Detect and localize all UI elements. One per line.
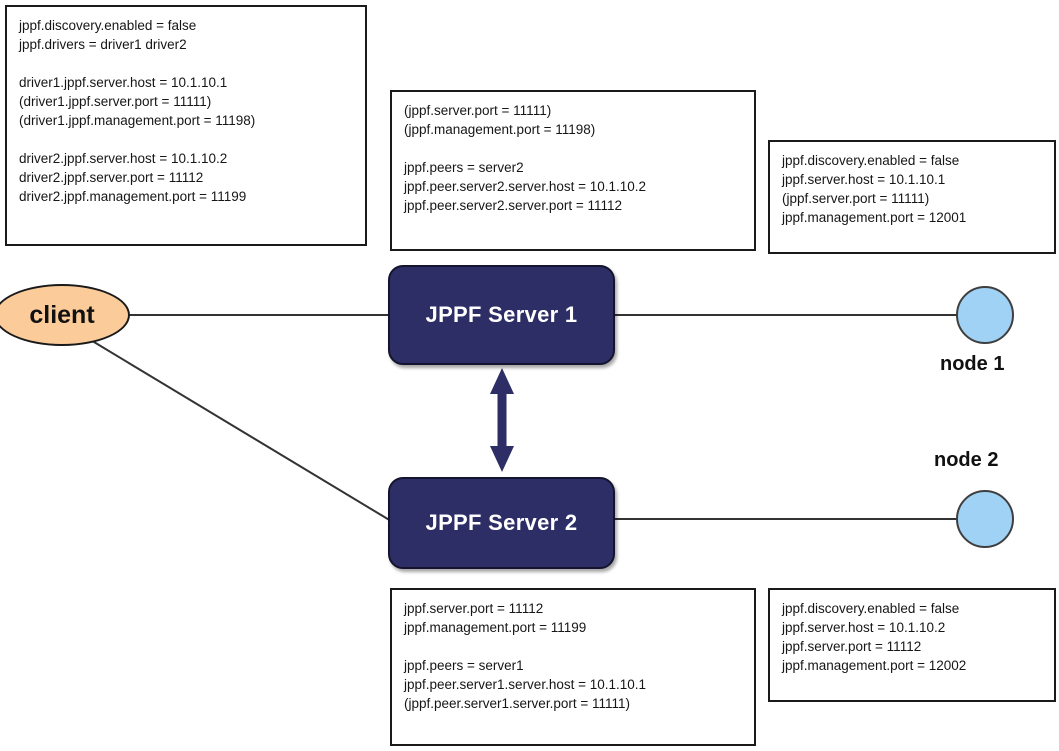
jppf-server-2-box[interactable]: JPPF Server 2: [388, 477, 615, 569]
client-label: client: [29, 300, 95, 329]
note-spacer: [19, 54, 354, 73]
jppf-server-1-box[interactable]: JPPF Server 1: [388, 265, 615, 365]
note-line: jppf.server.host = 10.1.10.1: [782, 172, 946, 187]
connector-server1-to-node1: [613, 314, 958, 316]
peer-connection-double-arrow-icon: [490, 368, 514, 472]
note-line: jppf.server.host = 10.1.10.2: [782, 620, 946, 635]
note-line: driver1.jppf.server.host = 10.1.10.1: [19, 75, 228, 90]
node-1-circle[interactable]: [956, 286, 1014, 344]
note-line: driver2.jppf.server.host = 10.1.10.2: [19, 151, 228, 166]
note-line: jppf.discovery.enabled = false: [782, 153, 960, 168]
note-line: (jppf.server.port = 11111): [404, 103, 552, 118]
note-line: jppf.peer.server2.server.host = 10.1.10.…: [404, 179, 647, 194]
note-box-server2-config: jppf.server.port = 11112 jppf.management.…: [390, 588, 756, 746]
note-line: jppf.management.port = 12001: [782, 210, 967, 225]
note-line: jppf.peer.server1.server.host = 10.1.10.…: [404, 677, 647, 692]
note-line: (driver1.jppf.server.port = 11111): [19, 94, 212, 109]
note-line: jppf.drivers = driver1 driver2: [19, 37, 187, 52]
note-line: (jppf.management.port = 11198): [404, 122, 596, 137]
jppf-server-2-label: JPPF Server 2: [425, 510, 578, 535]
note-line: jppf.discovery.enabled = false: [782, 601, 960, 616]
note-box-client-drivers-config: jppf.discovery.enabled = false jppf.drive…: [5, 5, 367, 246]
connector-client-to-server1: [126, 314, 390, 316]
note-line: jppf.peer.server2.server.port = 11112: [404, 198, 623, 213]
note-box-node1-config: jppf.discovery.enabled = false jppf.serve…: [768, 140, 1056, 254]
note-line: jppf.peers = server2: [404, 160, 524, 175]
note-line: (jppf.server.port = 11111): [782, 191, 930, 206]
note-line: (driver1.jppf.management.port = 11198): [19, 113, 256, 128]
node-2-label: node 2: [934, 449, 999, 471]
note-line: jppf.peers = server1: [404, 658, 524, 673]
note-spacer: [404, 637, 743, 656]
note-line: jppf.server.port = 11112: [782, 639, 922, 654]
client-node[interactable]: client: [0, 284, 130, 346]
note-spacer: [404, 139, 743, 158]
note-line: (jppf.peer.server1.server.port = 11111): [404, 696, 630, 711]
note-line: jppf.management.port = 11199: [404, 620, 587, 635]
note-line: jppf.server.port = 11112: [404, 601, 544, 616]
jppf-server-1-label: JPPF Server 1: [425, 302, 578, 327]
node-1-label: node 1: [940, 353, 1005, 375]
note-line: driver2.jppf.management.port = 11199: [19, 189, 247, 204]
note-box-node2-config: jppf.discovery.enabled = false jppf.serve…: [768, 588, 1056, 702]
note-line: driver2.jppf.server.port = 11112: [19, 170, 204, 185]
node-2-circle[interactable]: [956, 490, 1014, 548]
note-spacer: [19, 130, 354, 149]
connector-server2-to-node2: [613, 518, 958, 520]
connector-client-to-server2: [88, 338, 392, 522]
note-line: jppf.discovery.enabled = false: [19, 18, 197, 33]
note-box-server1-config: (jppf.server.port = 11111) (jppf.manageme…: [390, 90, 756, 251]
note-line: jppf.management.port = 12002: [782, 658, 967, 673]
